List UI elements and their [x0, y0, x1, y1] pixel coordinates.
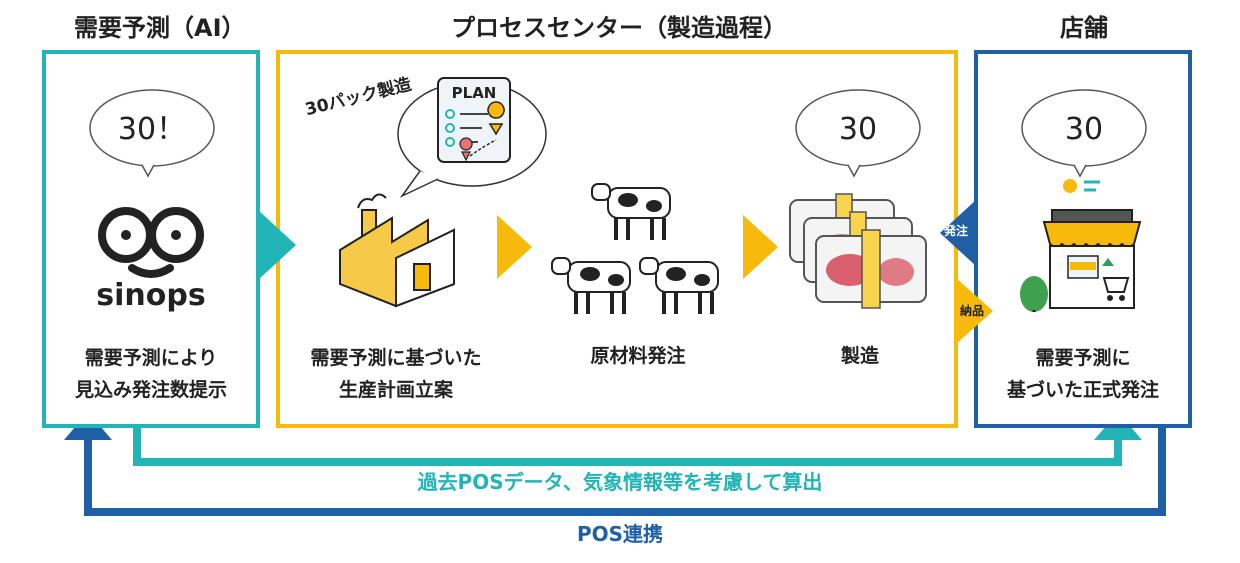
meat-packs-icon	[789, 193, 927, 309]
cow-icon-left	[551, 257, 631, 314]
blue-flow-line	[84, 428, 1166, 516]
yellow-arrow-plan-to-materials	[497, 215, 532, 279]
sinops-logo-text: sinops	[96, 278, 206, 313]
planning-caption-line2: 生産計画立案	[338, 379, 453, 401]
cow-icon-right	[639, 257, 719, 314]
ai-speech-bubble: 30！	[89, 89, 215, 178]
order-arrow-to-process	[940, 200, 976, 266]
yellow-arrow-materials-to-manufacture	[743, 215, 778, 279]
manufacture-speech-bubble: 30	[795, 89, 921, 178]
heading-store: 店舗	[1060, 14, 1108, 42]
cattle-icon	[551, 183, 719, 314]
ai-caption-line2: 見込み発注数提示	[74, 379, 227, 401]
planning-caption: 需要予測に基づいた 生産計画立案	[292, 342, 500, 406]
manufacture-caption: 製造	[840, 345, 879, 367]
delivery-arrow-to-store	[956, 278, 993, 344]
blue-flow-label: POS連携	[576, 522, 664, 546]
store-icon	[1020, 179, 1142, 312]
teal-flow-line	[133, 428, 1122, 466]
ai-bubble-text: 30！	[118, 112, 186, 147]
manufacture-bubble-text: 30	[839, 112, 877, 147]
plan-document-icon: PLAN	[437, 77, 511, 163]
teal-flow-label: 過去POSデータ、気象情報等を考慮して算出	[417, 470, 823, 494]
meat-pack-front	[815, 229, 927, 309]
cow-icon-top	[591, 183, 671, 240]
store-caption-line1: 需要予測に	[1035, 347, 1131, 369]
store-caption-line2: 基づいた正式発注	[1006, 379, 1159, 401]
planning-caption-line1: 需要予測に基づいた	[310, 347, 482, 369]
delivery-tag: 納品	[960, 304, 985, 318]
materials-caption: 原材料発注	[590, 345, 686, 367]
teal-arrow-ai-to-process	[258, 210, 296, 280]
sinops-logo-icon	[98, 207, 204, 278]
factory-icon	[339, 193, 455, 308]
ai-caption-line1: 需要予測により	[84, 347, 218, 369]
store-bubble-text: 30	[1065, 112, 1103, 147]
store-speech-bubble: 30	[1021, 89, 1147, 178]
heading-process-center: プロセスセンター（製造過程）	[451, 14, 787, 42]
heading-ai: 需要予測（AI）	[74, 14, 246, 42]
order-tag: 発注	[944, 224, 969, 238]
store-caption: 需要予測に 基づいた正式発注	[982, 342, 1184, 406]
plan-doc-title: PLAN	[452, 84, 497, 102]
ai-caption: 需要予測により 見込み発注数提示	[50, 342, 252, 406]
